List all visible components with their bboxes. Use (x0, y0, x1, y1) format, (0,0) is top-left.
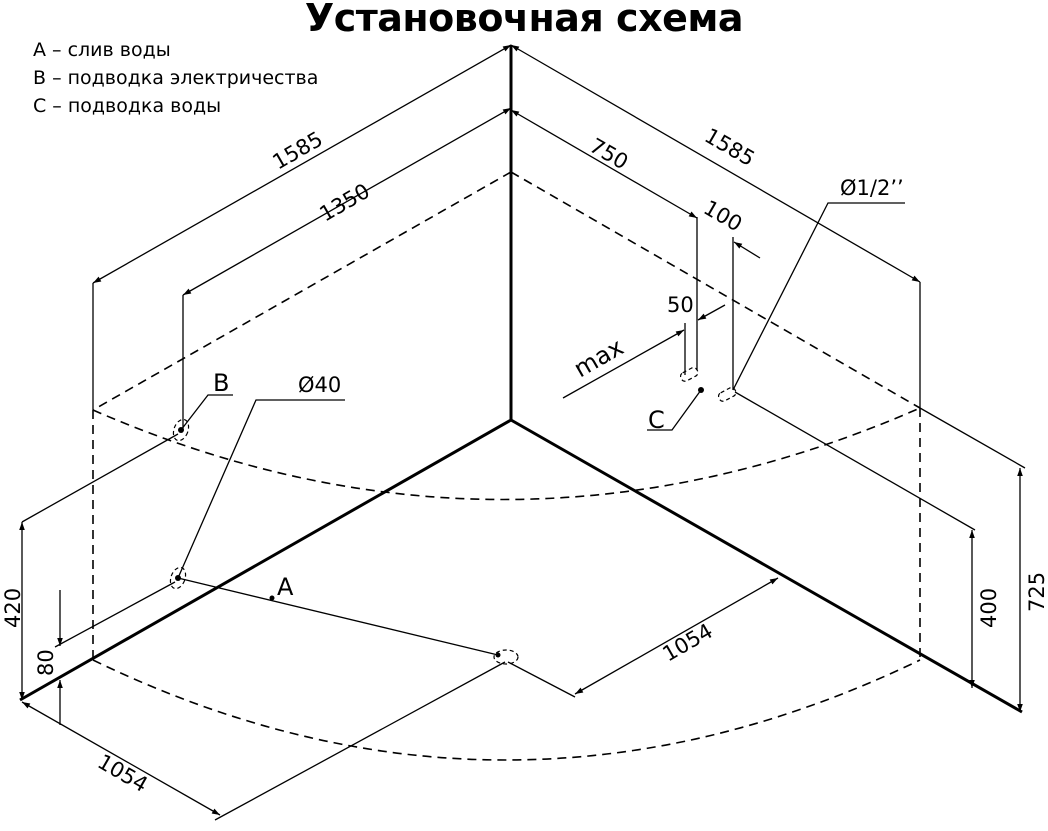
pipe-icon (717, 387, 737, 402)
dimension-left-inner: 1350 (182, 107, 512, 430)
dimension-left-depth: 1054 (21, 661, 506, 821)
dimension-label: 100 (700, 196, 747, 237)
max-label: max (569, 333, 628, 383)
point-label: B (213, 369, 229, 397)
dimension-label: 50 (667, 293, 694, 317)
dimension-right-width: 1585 (510, 44, 921, 408)
dimension-drain-height: 80 (34, 590, 63, 725)
dimension-label: Ø1/2’’ (840, 176, 904, 200)
dimension-label: 725 (1025, 572, 1048, 612)
dimension-label: 420 (1, 588, 25, 628)
dimension-label: Ø40 (298, 373, 341, 397)
dimension-tub-height: 725 (919, 407, 1048, 712)
dimension-label: 400 (977, 588, 1001, 628)
dimension-label: 80 (34, 649, 58, 676)
dimension-label: 750 (586, 134, 633, 175)
dimension-pipe-height: 400 (734, 391, 1001, 688)
point-c-callout: C (647, 389, 702, 434)
point-label: A (277, 573, 294, 601)
dimension-label: 1585 (701, 124, 759, 172)
dimension-right-offset: 750 (510, 109, 698, 219)
dimension-pipe-spacing: 100 (696, 196, 761, 390)
point-b-electric: B (21, 369, 233, 523)
pipe-diameter-callout: Ø1/2’’ (732, 176, 905, 391)
point-a-drain: A (177, 573, 519, 665)
dimension-b-height: 420 (1, 522, 25, 700)
dimension-pipe-offset: 50 max (562, 293, 726, 399)
tub-outline (92, 171, 921, 761)
pipe-icon (679, 367, 699, 382)
dimension-right-depth: 1054 (507, 577, 779, 698)
water-pipes (679, 367, 737, 402)
dimension-label: 1350 (316, 179, 374, 227)
point-label: C (648, 406, 665, 434)
overflow-point: Ø40 (54, 373, 345, 648)
dimension-label: 1054 (94, 750, 152, 798)
room-corner (19, 45, 1023, 714)
dimension-label: 1054 (659, 619, 717, 667)
page-title: Установочная схема (304, 0, 744, 40)
